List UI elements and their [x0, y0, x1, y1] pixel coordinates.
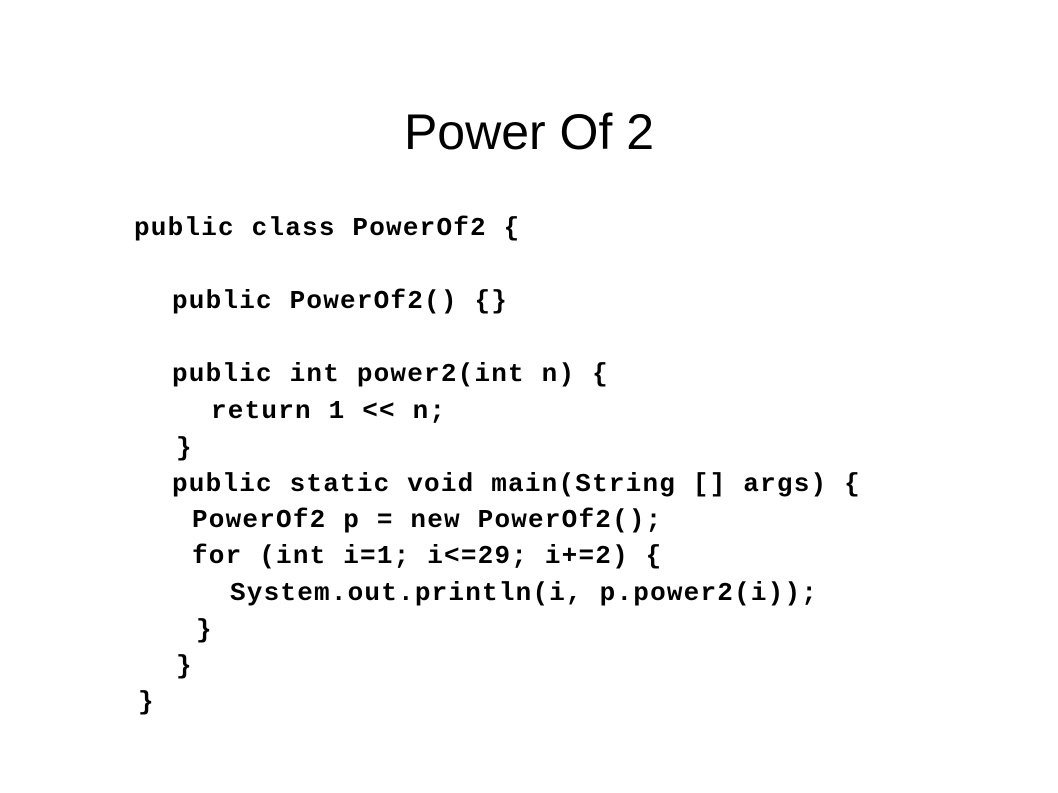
slide-title: Power Of 2 — [403, 104, 655, 160]
code-block: public class PowerOf2 { public PowerOf2(… — [134, 210, 860, 717]
code-line-for-loop: for (int i=1; i<=29; i+=2) { — [192, 541, 663, 571]
code-line-println: System.out.println(i, p.power2(i)); — [230, 578, 819, 608]
code-line-power2-close: } — [176, 433, 193, 463]
code-line-return: return 1 << n; — [211, 396, 447, 426]
code-line-for-close: } — [196, 615, 213, 645]
code-line-power2-decl: public int power2(int n) { — [172, 359, 609, 389]
code-line-class-close: } — [138, 687, 155, 717]
code-line-constructor: public PowerOf2() {} — [172, 286, 509, 316]
code-line-main-close: } — [176, 651, 193, 681]
code-line-main-decl: public static void main(String [] args) … — [172, 469, 861, 499]
code-line-new-instance: PowerOf2 p = new PowerOf2(); — [192, 505, 663, 535]
code-line-class-decl: public class PowerOf2 { — [134, 213, 521, 243]
